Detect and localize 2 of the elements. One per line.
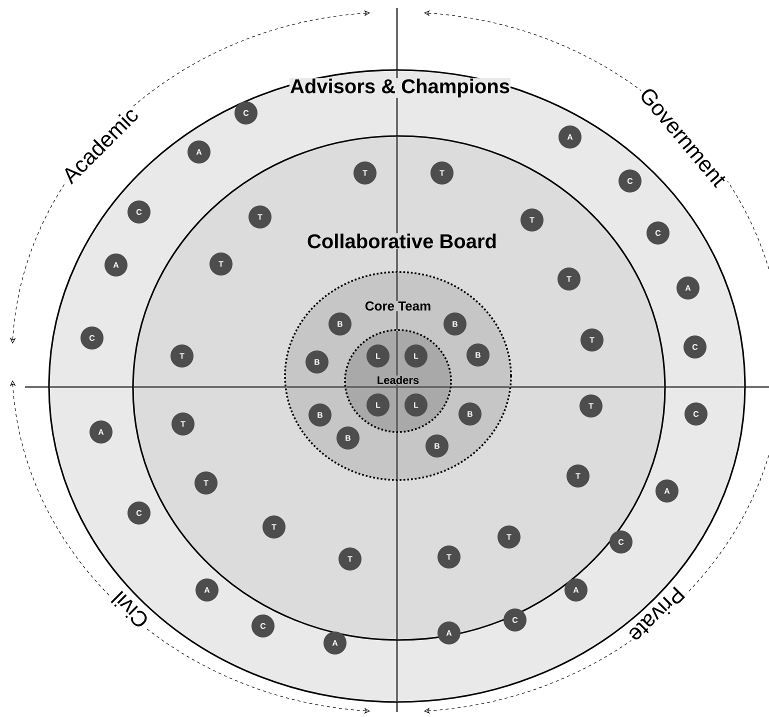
ring-heading: Collaborative Board [306, 233, 498, 249]
ring-heading: Advisors & Champions [289, 78, 511, 98]
